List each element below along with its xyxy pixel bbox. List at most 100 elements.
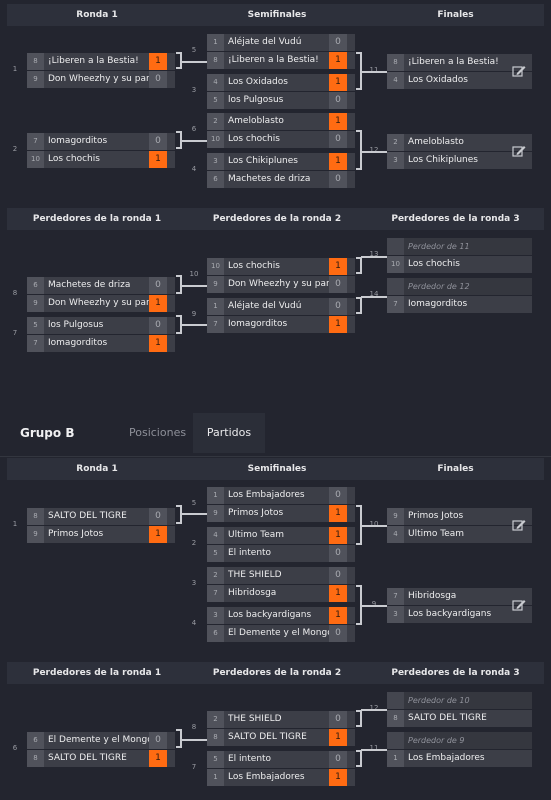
team-name: Ultimo Team xyxy=(408,529,465,539)
score-box: 0 xyxy=(149,133,167,150)
score-box: 0 xyxy=(149,317,167,334)
seed-number: 3 xyxy=(207,153,224,170)
tab-posiciones[interactable]: Posiciones xyxy=(129,426,187,439)
round-header: Perdedores de la ronda 2 xyxy=(187,662,367,684)
seed-number: 5 xyxy=(207,545,224,562)
seed-number: 1 xyxy=(207,487,224,504)
seed-number: 8 xyxy=(207,729,224,746)
bracket-connector xyxy=(361,151,387,153)
match-number: 4 xyxy=(191,165,197,173)
match-row[interactable]: 8¡Liberen a la Bestia! xyxy=(387,54,532,71)
team-name: Iomagorditos xyxy=(228,319,288,329)
bracket-connector xyxy=(356,710,362,727)
score-box: 1 xyxy=(329,113,347,130)
team-name: Los Oxidados xyxy=(228,77,288,87)
score-box: 1 xyxy=(329,505,347,522)
team-name: SALTO DEL TIGRE xyxy=(228,732,307,742)
round-header: Ronda 1 xyxy=(7,458,187,480)
edit-icon[interactable] xyxy=(512,65,526,77)
match-number: 12 xyxy=(369,146,379,154)
seed-number: 9 xyxy=(27,295,44,312)
score-box: 0 xyxy=(329,711,347,728)
seed-number: 7 xyxy=(387,296,404,313)
match-row[interactable]: Perdedor de 12 xyxy=(387,278,532,295)
match-number: 13 xyxy=(369,250,379,258)
team-name: Primos Jotos xyxy=(48,529,104,539)
team-name: Los chochis xyxy=(228,261,280,271)
score-box: 0 xyxy=(329,34,347,51)
match-number: 8 xyxy=(12,289,18,297)
match-row[interactable]: Perdedor de 11 xyxy=(387,238,532,255)
score-box: 0 xyxy=(149,508,167,525)
team-name: SALTO DEL TIGRE xyxy=(48,753,127,763)
match-row[interactable]: 8¡Liberen a la Bestia!1 xyxy=(207,52,355,69)
edit-icon[interactable] xyxy=(512,519,526,531)
seed-number: 1 xyxy=(207,298,224,315)
edit-icon[interactable] xyxy=(512,145,526,157)
bracket-connector xyxy=(176,275,182,294)
seed-number: 5 xyxy=(207,92,224,109)
bracket-connector xyxy=(361,749,387,751)
seed-number: 10 xyxy=(27,151,44,168)
score-box: 0 xyxy=(149,71,167,88)
seed-number: 5 xyxy=(207,751,224,768)
score-box: 1 xyxy=(329,153,347,170)
tab-partidos[interactable]: Partidos xyxy=(193,413,265,453)
match-row[interactable]: Perdedor de 10 xyxy=(387,692,532,709)
round-header: Ronda 1 xyxy=(7,4,187,26)
placeholder-label: Perdedor de 11 xyxy=(408,242,470,251)
team-name: El Demente y el Mongol xyxy=(228,628,332,638)
match-row[interactable]: 8¡Liberen a la Bestia!1 xyxy=(27,53,175,70)
edit-icon[interactable] xyxy=(512,599,526,611)
match-row[interactable]: Perdedor de 9 xyxy=(387,732,532,749)
match-number: 9 xyxy=(371,600,377,608)
team-name: Don Wheezhy y su pand xyxy=(48,74,152,84)
score-box: 0 xyxy=(329,131,347,148)
